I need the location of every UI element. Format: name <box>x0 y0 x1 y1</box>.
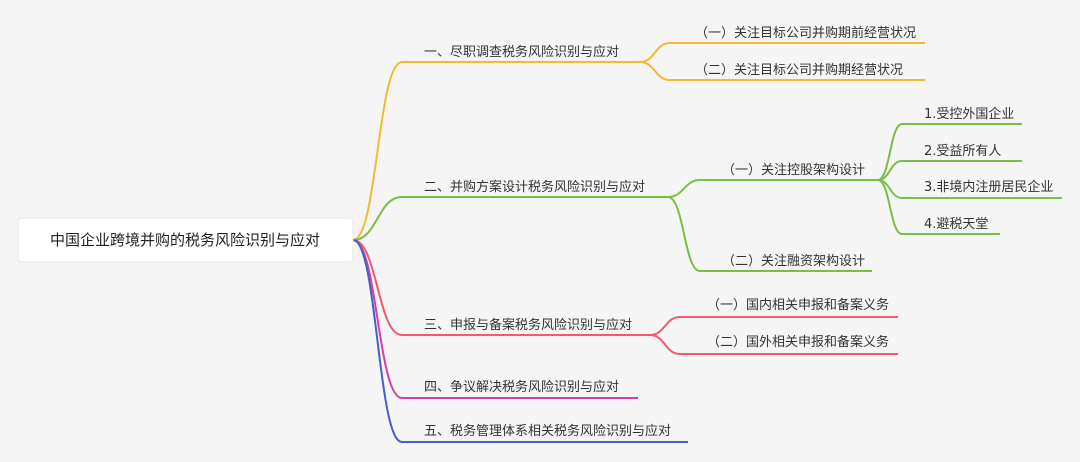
branch-2-child-1-leaf-1-node[interactable]: 1.受控外国企业 <box>902 106 1022 125</box>
edge-branch-1-to-child-2 <box>639 61 671 81</box>
branch-2-child-1-leaf-1-label: 1.受控外国企业 <box>924 106 1014 122</box>
branch-5-node[interactable]: 五、税务管理体系相关税务风险识别与应对 <box>402 423 688 443</box>
branch-2-child-1-leaf-2-label: 2.受益所有人 <box>924 144 1001 159</box>
edge-root-to-branch-3 <box>352 239 403 336</box>
edge-branch-2-to-child-2 <box>667 196 701 272</box>
edge-branch-2-child-1-to-leaf-1 <box>877 123 903 181</box>
branch-1-child-1-label: （一）关注目标公司并购期前经营状况 <box>695 25 916 41</box>
branch-2-child-2-label: （二）关注融资架构设计 <box>722 254 865 269</box>
branch-2-child-1-leaf-4-node[interactable]: 4.避税天堂 <box>902 217 1000 235</box>
branch-2-label: 二、并购方案设计税务风险识别与应对 <box>424 179 645 195</box>
branch-1-node[interactable]: 一、尽职调查税务风险识别与应对 <box>402 44 640 63</box>
branch-5-label: 五、税务管理体系相关税务风险识别与应对 <box>424 423 671 439</box>
edge-branch-3-to-child-2 <box>649 334 681 355</box>
edge-root-to-branch-5 <box>352 239 403 443</box>
edge-root-to-branch-1 <box>352 61 403 241</box>
branch-2-child-1-leaf-3-label: 3.非境内注册居民企业 <box>924 179 1053 195</box>
root-node[interactable]: 中国企业跨境并购的税务风险识别与应对 <box>17 217 354 263</box>
edge-branch-2-to-child-1 <box>667 179 701 198</box>
root-node-label: 中国企业跨境并购的税务风险识别与应对 <box>50 231 320 249</box>
branch-4-node[interactable]: 四、争议解决税务风险识别与应对 <box>402 379 638 399</box>
branch-2-child-1-label: （一）关注控股架构设计 <box>722 163 865 178</box>
branch-2-node[interactable]: 二、并购方案设计税务风险识别与应对 <box>402 179 668 198</box>
root-node-box <box>17 217 354 263</box>
branch-2-child-1-leaf-2-node[interactable]: 2.受益所有人 <box>902 144 1022 162</box>
branch-1-child-2-label: （二）关注目标公司并购期经营状况 <box>695 62 903 78</box>
branch-4-label: 四、争议解决税务风险识别与应对 <box>424 379 619 395</box>
branch-2-child-1-leaf-3-node[interactable]: 3.非境内注册居民企业 <box>902 179 1062 199</box>
mindmap-edges <box>352 42 903 443</box>
branch-1-child-1-node[interactable]: （一）关注目标公司并购期前经营状况 <box>670 25 925 44</box>
edge-root-to-branch-4 <box>352 239 403 399</box>
edge-branch-2-child-1-to-leaf-4 <box>877 179 903 235</box>
branch-3-child-2-label: （二）国外相关申报和备案义务 <box>707 334 889 350</box>
branch-3-label: 三、申报与备案税务风险识别与应对 <box>424 317 632 333</box>
branch-2-child-2-node[interactable]: （二）关注融资架构设计 <box>700 254 872 272</box>
branch-2-child-1-leaf-4-label: 4.避税天堂 <box>924 217 988 232</box>
branch-1-label: 一、尽职调查税务风险识别与应对 <box>424 44 619 60</box>
branch-3-node[interactable]: 三、申报与备案税务风险识别与应对 <box>402 317 650 336</box>
branch-2-child-1-node[interactable]: （一）关注控股架构设计 <box>700 163 878 181</box>
branch-1-child-2-node[interactable]: （二）关注目标公司并购期经营状况 <box>670 62 925 81</box>
branch-3-child-2-node[interactable]: （二）国外相关申报和备案义务 <box>680 334 898 355</box>
branch-3-child-1-label: （一）国内相关申报和备案义务 <box>707 297 889 313</box>
branch-3-child-1-node[interactable]: （一）国内相关申报和备案义务 <box>680 297 898 318</box>
edge-branch-1-to-child-1 <box>639 42 671 63</box>
edge-root-to-branch-2 <box>352 196 403 241</box>
edge-branch-3-to-child-1 <box>649 316 681 336</box>
